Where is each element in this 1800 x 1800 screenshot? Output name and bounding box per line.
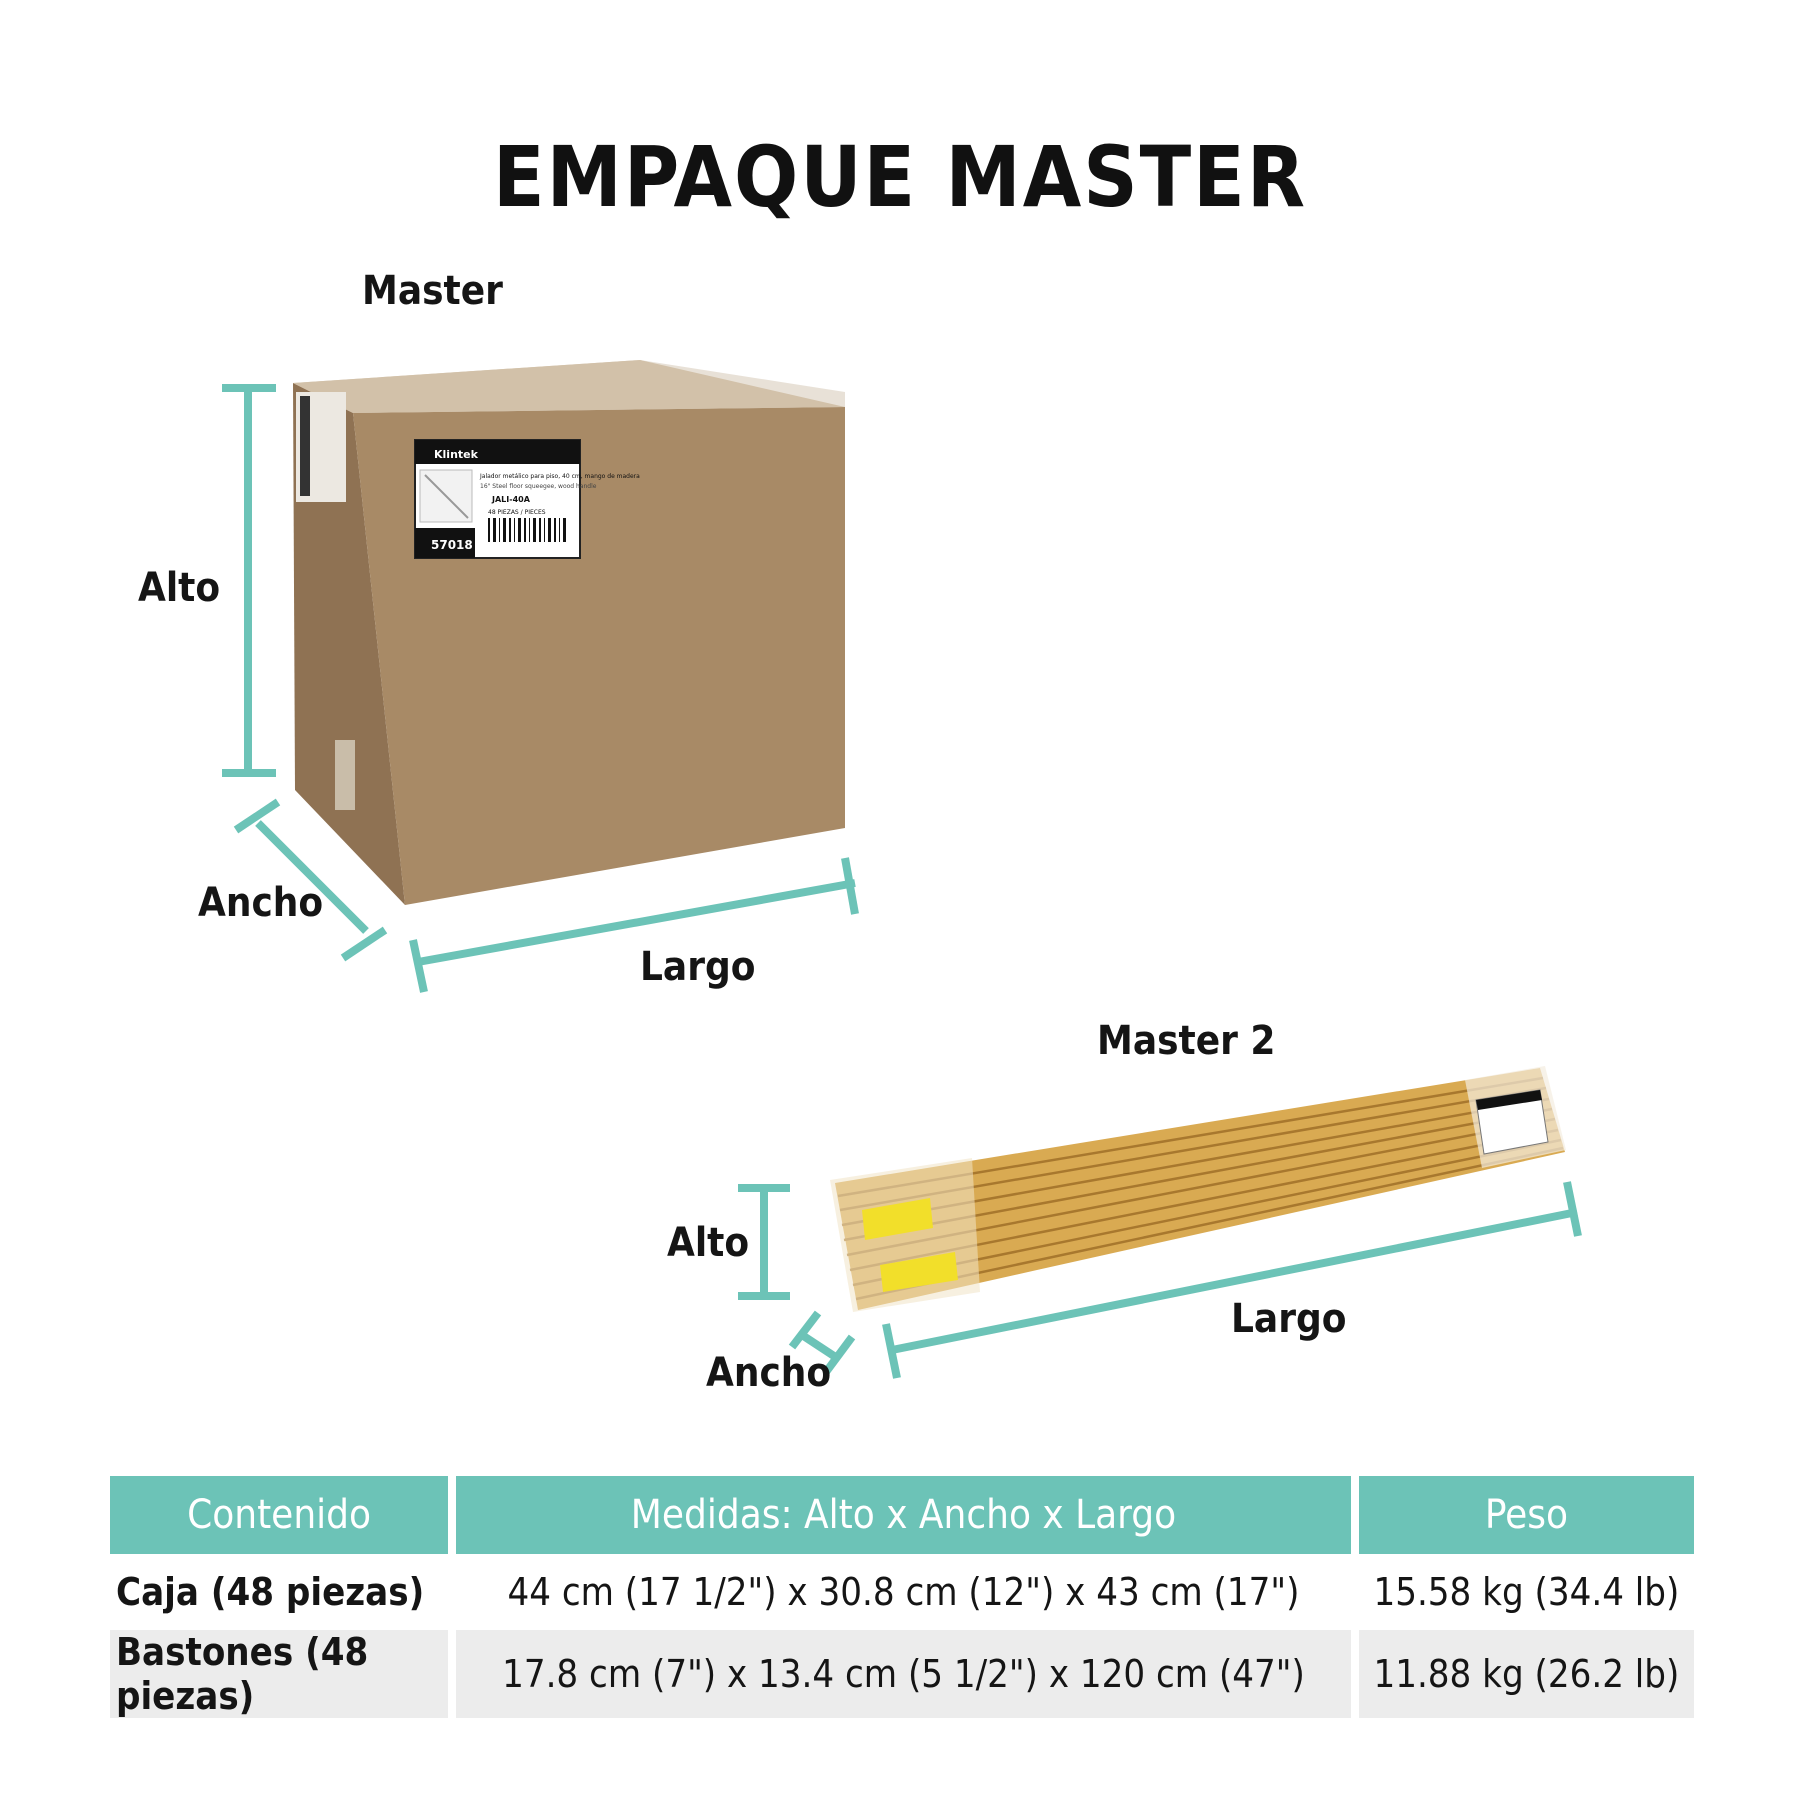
box-side-face (293, 383, 405, 905)
master2-ancho-cap-b (822, 1334, 856, 1375)
master-ancho-cap-a (233, 798, 281, 834)
bundle-white-label-header (1476, 1090, 1542, 1110)
box-side-tape (335, 740, 355, 810)
box-label-photo-line (424, 474, 469, 519)
header-contenido: Contenido (110, 1476, 449, 1554)
box-label-barcode (488, 518, 566, 542)
master2-largo-cap-a (882, 1323, 901, 1379)
master-largo-label: Largo (640, 944, 756, 990)
master-largo-cap-b (841, 857, 859, 915)
master2-largo-line (891, 1208, 1578, 1354)
box-label-desc-es: Jalador metálico para piso, 40 cm, mango… (479, 473, 640, 480)
master2-ancho-line (799, 1331, 840, 1362)
master2-bundle-image (830, 1066, 1566, 1312)
master-box-image: Klintek Jalador metálico para piso, 40 c… (293, 360, 845, 905)
master2-ancho-cap-a (788, 1310, 822, 1350)
master-ancho-cap-b (340, 926, 388, 962)
master2-largo-cap-b (1563, 1181, 1582, 1237)
master-alto-label: Alto (138, 565, 221, 611)
master-dimension-lines (222, 384, 859, 993)
master-ancho-line (255, 820, 369, 934)
bundle-wrap-left (830, 1158, 980, 1312)
box-label-model: JALI-40A (491, 495, 531, 504)
row-medidas: 17.8 cm (7") x 13.4 cm (5 1/2") x 120 cm… (456, 1630, 1351, 1718)
row-contenido: Bastones (48 piezas) (110, 1630, 449, 1718)
master2-largo-label: Largo (1231, 1296, 1347, 1342)
box-label-code-bg (415, 528, 475, 558)
row-peso: 11.88 kg (26.2 lb) (1358, 1630, 1694, 1718)
box-side-label-strip (300, 396, 310, 496)
spec-table: Contenido Medidas: Alto x Ancho x Largo … (102, 1476, 1702, 1718)
header-medidas: Medidas: Alto x Ancho x Largo (456, 1476, 1351, 1554)
box-label-brand: Klintek (434, 448, 479, 461)
header-peso: Peso (1358, 1476, 1694, 1554)
row-contenido: Caja (48 piezas) (116, 1570, 425, 1614)
box-label-qty: 48 PIEZAS / PIECES (488, 509, 546, 516)
master2-alto-label: Alto (667, 1220, 750, 1266)
row-medidas: 44 cm (17 1/2") x 30.8 cm (12") x 43 cm … (507, 1570, 1300, 1614)
master2-label: Master 2 (1097, 1018, 1276, 1064)
master2-dimension-lines (738, 1181, 1582, 1379)
row-peso: 15.58 kg (34.4 lb) (1373, 1570, 1680, 1614)
box-label-desc-en: 16" Steel floor squeegee, wood handle (480, 483, 597, 490)
table-row: Caja (48 piezas) 44 cm (17 1/2") x 30.8 … (110, 1554, 1694, 1630)
table-row: Bastones (48 piezas) 17.8 cm (7") x 13.4… (110, 1630, 1694, 1718)
master-label: Master (362, 268, 503, 314)
master-ancho-label: Ancho (198, 880, 324, 926)
box-tape (293, 360, 845, 413)
master-largo-line (417, 879, 856, 966)
box-label-header (415, 440, 580, 464)
page-title: EMPAQUE MASTER (492, 128, 1308, 226)
spec-table-header-row: Contenido Medidas: Alto x Ancho x Largo … (110, 1476, 1694, 1554)
master2-ancho-label: Ancho (706, 1350, 832, 1396)
box-label-code: 57018 (431, 538, 473, 552)
master-largo-cap-a (409, 939, 428, 993)
bundle-yellow-label-1 (862, 1198, 933, 1240)
bundle-yellow-label-2 (880, 1252, 958, 1292)
